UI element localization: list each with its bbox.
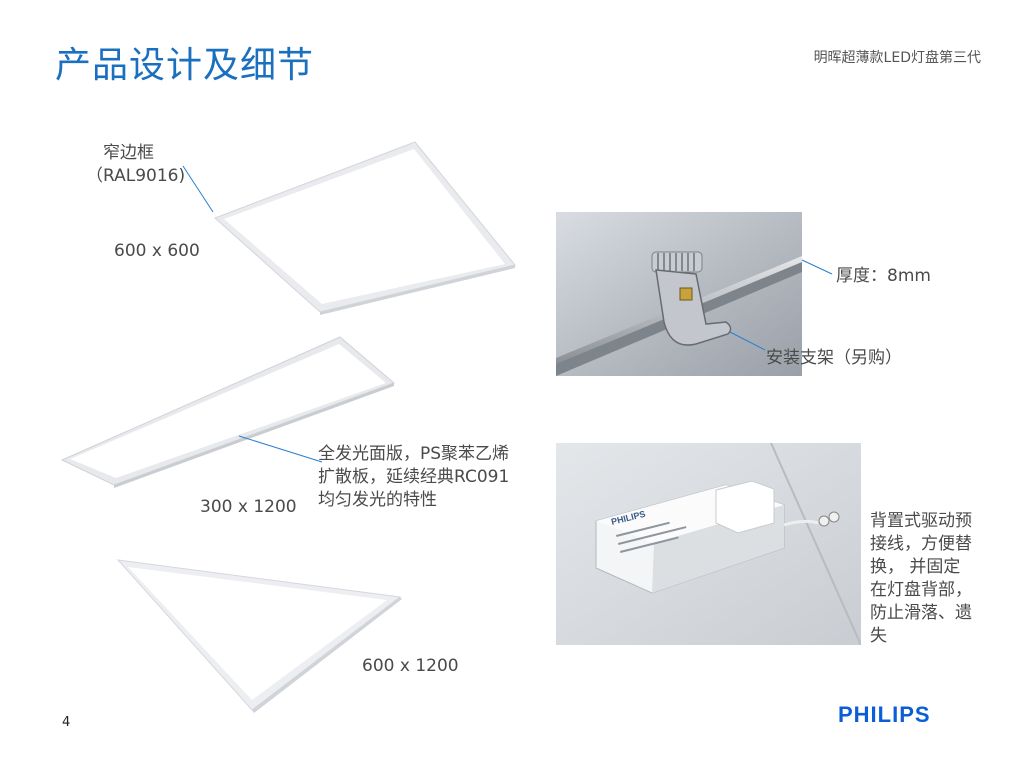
- driver-callout: 背置式驱动预 接线，方便替 换， 并固定 在灯盘背部， 防止滑落、遗 失: [870, 510, 972, 648]
- page-subtitle: 明晖超薄款LED灯盘第三代: [813, 50, 981, 66]
- callout-leader-line: [801, 259, 833, 275]
- driver-photo: PHILIPS: [556, 443, 861, 645]
- narrow-frame-callout: 窄边框 （RAL9016): [86, 142, 185, 188]
- callout-line: 背置式驱动预: [870, 511, 972, 531]
- callout-line: 扩散板，延续经典RC091: [318, 467, 510, 487]
- mount-bracket-label: 安装支架（另购）: [766, 348, 902, 368]
- callout-line: 均匀发光的特性: [318, 490, 437, 510]
- rect-panel-image: [116, 559, 402, 713]
- long-panel-image: [60, 336, 395, 488]
- philips-logo: PHILIPS: [838, 702, 931, 727]
- callout-line: 失: [870, 626, 887, 646]
- callout-line: 全发光面版，PS聚苯乙烯: [318, 444, 510, 464]
- diffuser-callout: 全发光面版，PS聚苯乙烯 扩散板，延续经典RC091 均匀发光的特性: [318, 443, 509, 512]
- square-panel-image: [214, 141, 516, 315]
- page-number: 4: [62, 715, 71, 730]
- callout-line: 换， 并固定: [870, 557, 961, 577]
- square-panel-size: 600 x 600: [114, 241, 200, 261]
- bracket-photo: [556, 212, 802, 376]
- thickness-label: 厚度：8mm: [836, 266, 931, 286]
- long-panel-size: 300 x 1200: [200, 497, 297, 517]
- callout-leader-line: [182, 165, 214, 213]
- callout-line: 在灯盘背部，: [870, 580, 972, 600]
- callout-leader-line: [729, 331, 766, 351]
- callout-leader-line: [238, 435, 323, 463]
- rect-panel-size: 600 x 1200: [362, 656, 459, 676]
- callout-line: （RAL9016): [86, 166, 186, 186]
- page-title: 产品设计及细节: [55, 45, 315, 86]
- callout-line: 窄边框: [103, 143, 154, 163]
- callout-line: 接线，方便替: [870, 534, 972, 554]
- callout-line: 防止滑落、遗: [870, 603, 972, 623]
